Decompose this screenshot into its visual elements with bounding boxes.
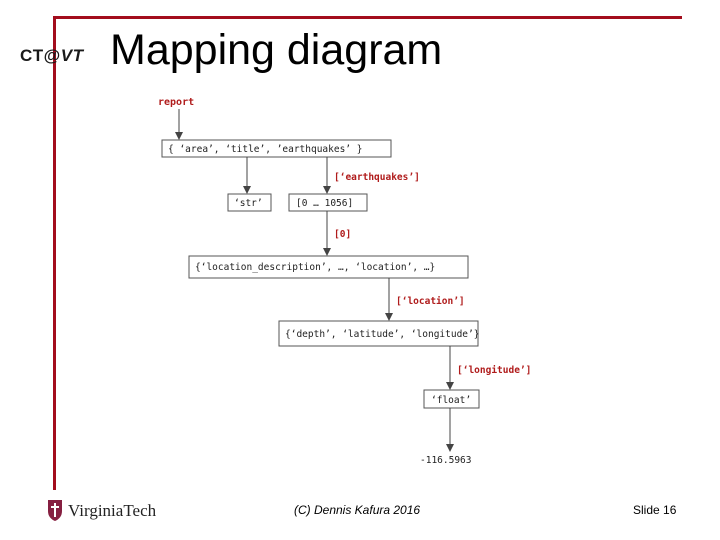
box-location-desc-text: {‘location_description’, …, ‘location’, …	[195, 262, 435, 273]
box-depth	[278, 320, 479, 347]
frame-top-line	[53, 16, 682, 19]
box-str	[227, 193, 272, 212]
box-depth-text: {‘depth’, ‘latitude’, ‘longitude’}	[285, 329, 479, 340]
box-float-text: ‘float’	[431, 395, 471, 406]
box-top-keys	[161, 139, 392, 158]
box-float	[423, 389, 480, 409]
key-index: [0]	[334, 229, 351, 240]
key-earthquakes: [‘earthquakes’]	[334, 172, 420, 183]
slide-number: Slide 16	[633, 503, 677, 517]
root-label: report	[158, 97, 194, 108]
box-top-keys-text: { ‘area’, ‘title’, ’earthquakes’ }	[168, 144, 362, 155]
box-str-text: ‘str’	[234, 198, 263, 209]
key-longitude: [‘longitude’]	[457, 365, 531, 376]
box-location-desc	[188, 255, 469, 279]
key-location: [‘location’]	[396, 296, 465, 307]
slide-title: Mapping diagram	[110, 26, 443, 74]
frame-left-line	[53, 16, 56, 490]
box-range	[288, 193, 368, 212]
value-result: -116.5963	[420, 455, 471, 466]
virginia-tech-logo: VirginiaTech	[48, 500, 157, 521]
footer-copyright: (C) Dennis Kafura 2016	[294, 503, 421, 517]
box-range-text: [0 … 1056]	[296, 198, 353, 209]
ct-at-vt-logo: CT@VT	[20, 46, 84, 65]
virginia-tech-wordmark: VirginiaTech	[68, 501, 157, 520]
